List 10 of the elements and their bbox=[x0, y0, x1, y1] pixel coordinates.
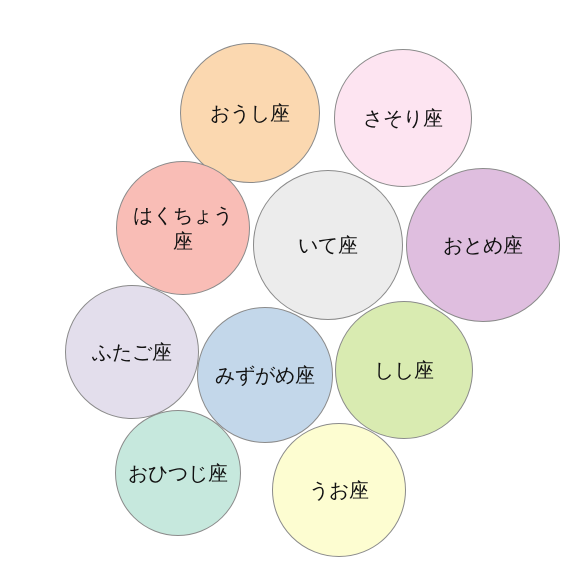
circle-node: おとめ座 bbox=[406, 168, 560, 322]
circle-node: さそり座 bbox=[334, 49, 472, 187]
circle-node: いて座 bbox=[253, 170, 403, 320]
circle-node: みずがめ座 bbox=[197, 307, 333, 443]
circle-node: おひつじ座 bbox=[115, 410, 241, 536]
circle-node: しし座 bbox=[335, 301, 473, 439]
circle-node: ふたご座 bbox=[65, 285, 199, 419]
circle-node: うお座 bbox=[272, 423, 406, 557]
circle-node: おうし座 bbox=[180, 43, 320, 183]
circle-node: はくちょう座 bbox=[116, 161, 250, 295]
